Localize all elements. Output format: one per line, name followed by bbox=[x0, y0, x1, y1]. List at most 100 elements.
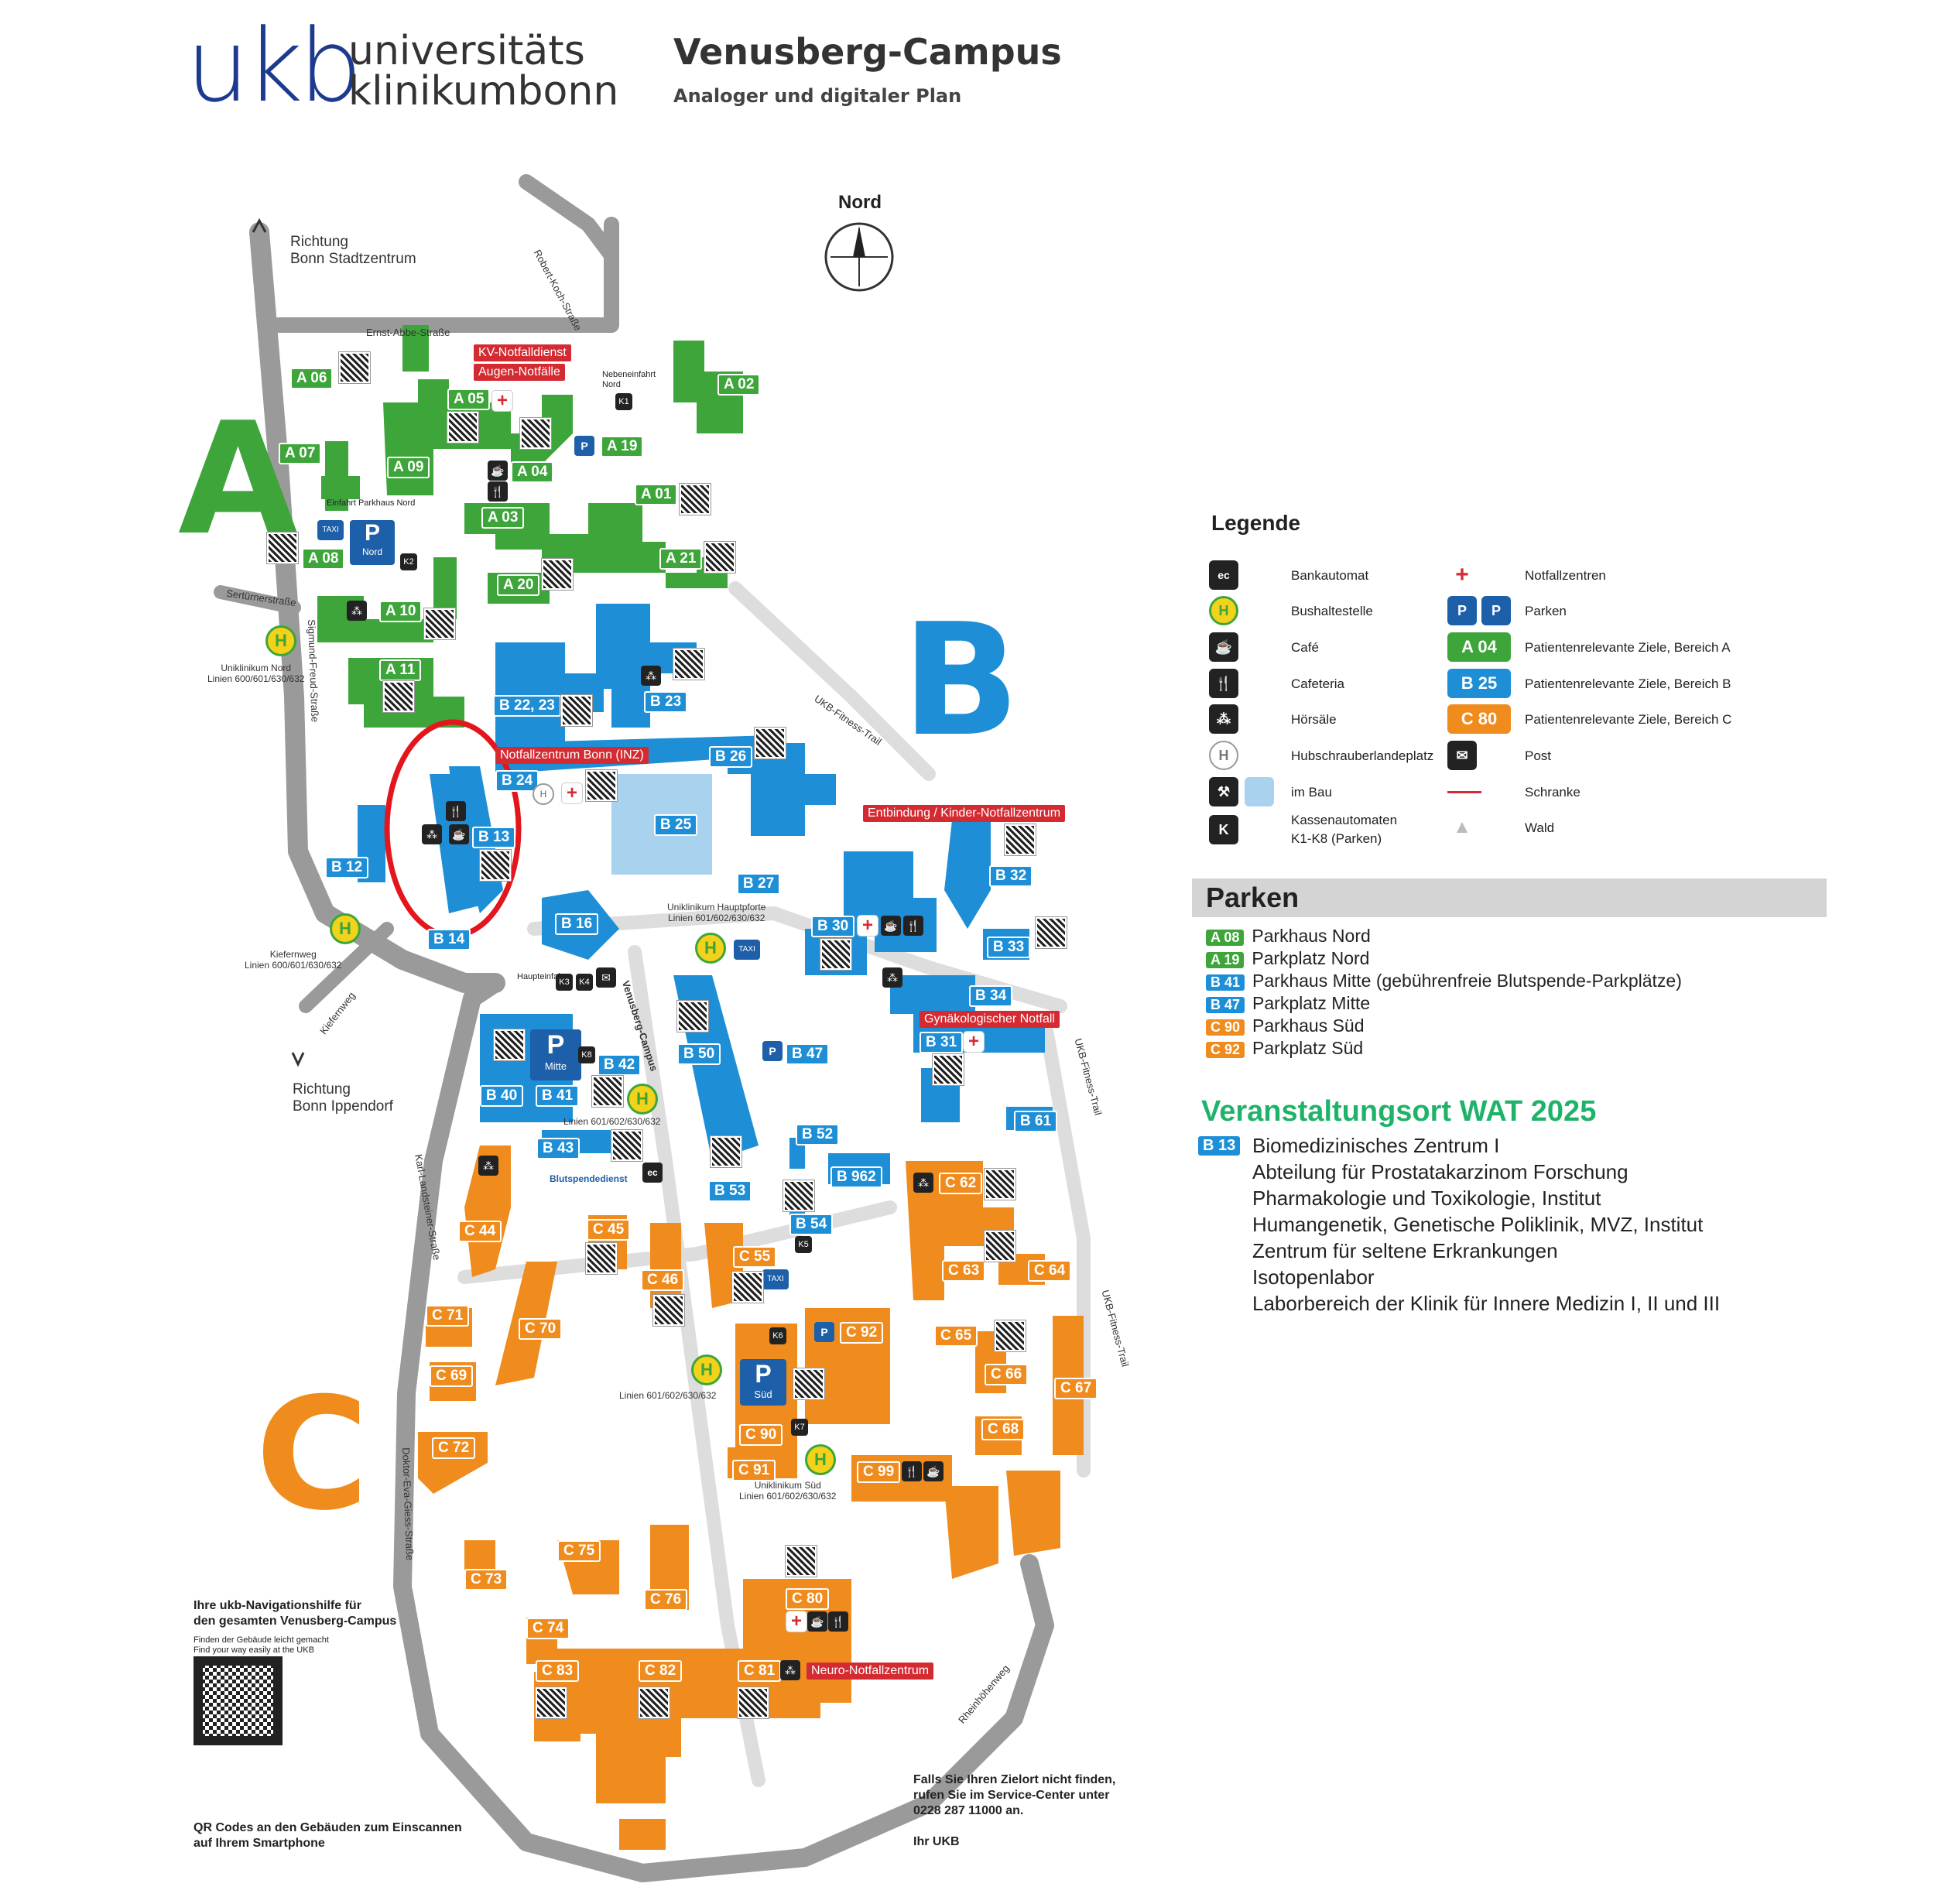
qr-b42 bbox=[591, 1075, 624, 1108]
qr-a01 bbox=[679, 483, 711, 515]
parken-label-4: Parkhaus Süd bbox=[1252, 1015, 1365, 1036]
label-einfahrt-parkhaus-nord: Einfahrt Parkhaus Nord bbox=[327, 498, 416, 508]
legend-label-4: Hörsäle bbox=[1291, 712, 1337, 727]
building-b41[interactable]: B 41 bbox=[536, 1085, 580, 1107]
building-b12[interactable]: B 12 bbox=[325, 857, 369, 878]
building-b13[interactable]: B 13 bbox=[472, 827, 516, 848]
building-c66[interactable]: C 66 bbox=[985, 1364, 1029, 1385]
qr-b13 bbox=[479, 849, 512, 882]
building-b22-23[interactable]: B 22, 23 bbox=[493, 695, 561, 717]
qr-b31 bbox=[932, 1053, 964, 1086]
building-c65[interactable]: C 65 bbox=[934, 1325, 978, 1347]
parken-badge-0: A 08 bbox=[1206, 930, 1245, 946]
building-b14[interactable]: B 14 bbox=[427, 929, 471, 950]
building-a06[interactable]: A 06 bbox=[290, 368, 334, 389]
building-b25[interactable]: B 25 bbox=[654, 814, 698, 836]
building-a08[interactable]: A 08 bbox=[302, 548, 345, 570]
building-a03[interactable]: A 03 bbox=[481, 507, 525, 529]
building-a11[interactable]: A 11 bbox=[379, 659, 422, 681]
building-c73[interactable]: C 73 bbox=[464, 1569, 509, 1591]
building-a19[interactable]: A 19 bbox=[601, 436, 644, 457]
building-b32[interactable]: B 32 bbox=[989, 865, 1033, 887]
building-c82[interactable]: C 82 bbox=[639, 1660, 683, 1682]
building-b34[interactable]: B 34 bbox=[969, 985, 1013, 1007]
building-c90[interactable]: C 90 bbox=[739, 1424, 783, 1446]
parken-badge-2: B 41 bbox=[1206, 974, 1245, 991]
building-c81[interactable]: C 81 bbox=[738, 1660, 782, 1682]
direction-south: Richtung Bonn Ippendorf bbox=[293, 1081, 393, 1115]
building-b54[interactable]: B 54 bbox=[789, 1214, 834, 1235]
building-a07[interactable]: A 07 bbox=[279, 443, 322, 464]
building-b31[interactable]: B 31 bbox=[920, 1032, 964, 1053]
building-a09[interactable]: A 09 bbox=[387, 457, 430, 478]
helipad-icon: H bbox=[533, 783, 554, 805]
building-b40[interactable]: B 40 bbox=[480, 1085, 524, 1107]
building-c72[interactable]: C 72 bbox=[432, 1437, 476, 1459]
sign-text: Ihr UKB bbox=[913, 1835, 960, 1848]
building-c76[interactable]: C 76 bbox=[644, 1589, 688, 1611]
building-c74[interactable]: C 74 bbox=[526, 1618, 570, 1639]
qr-a08 bbox=[266, 532, 299, 564]
lecture-hall-icon: ⁂ bbox=[780, 1660, 800, 1680]
cashier-k5: K5 bbox=[795, 1236, 812, 1253]
building-a21[interactable]: A 21 bbox=[659, 548, 703, 570]
building-b16[interactable]: B 16 bbox=[555, 913, 599, 935]
event-line-4: Zentrum für seltene Erkrankungen bbox=[1252, 1239, 1558, 1262]
building-a01[interactable]: A 01 bbox=[635, 484, 678, 505]
label-haupteinfahrt: Haupteinfahrt bbox=[517, 972, 569, 981]
building-b27[interactable]: B 27 bbox=[737, 873, 781, 895]
building-b50[interactable]: B 50 bbox=[677, 1043, 721, 1065]
building-c69[interactable]: C 69 bbox=[430, 1365, 474, 1387]
bus-stop-icon-sued: H bbox=[805, 1444, 836, 1475]
building-c45[interactable]: C 45 bbox=[587, 1219, 631, 1241]
qr-a11 bbox=[382, 680, 415, 713]
building-c92[interactable]: C 92 bbox=[840, 1322, 884, 1344]
building-b33[interactable]: B 33 bbox=[987, 937, 1031, 958]
bus-stop-sued-mid-label: Linien 601/602/630/632 bbox=[619, 1390, 717, 1401]
building-a02[interactable]: A 02 bbox=[717, 374, 761, 396]
label-blutspendedienst: Blutspendedienst bbox=[550, 1173, 628, 1184]
taxi-icon-nord: TAXI bbox=[317, 520, 344, 540]
building-c62[interactable]: C 62 bbox=[939, 1173, 983, 1194]
legend-bus-stop-icon: H bbox=[1209, 596, 1238, 625]
emergency-icon-b30: + bbox=[857, 915, 878, 937]
building-c99[interactable]: C 99 bbox=[857, 1461, 901, 1483]
building-c67[interactable]: C 67 bbox=[1054, 1378, 1098, 1399]
building-c91[interactable]: C 91 bbox=[732, 1460, 776, 1481]
building-b42[interactable]: B 42 bbox=[598, 1054, 642, 1076]
building-c71[interactable]: C 71 bbox=[426, 1305, 470, 1327]
building-a04[interactable]: A 04 bbox=[511, 461, 554, 483]
building-b53[interactable]: B 53 bbox=[708, 1180, 752, 1202]
building-b47[interactable]: B 47 bbox=[786, 1043, 830, 1065]
qr-b32 bbox=[1004, 824, 1036, 856]
legend-lecture-hall-icon: ⁂ bbox=[1209, 704, 1238, 734]
legend-parking-icon: P bbox=[1481, 596, 1511, 625]
building-c75[interactable]: C 75 bbox=[557, 1540, 601, 1562]
event-line-1: Abteilung für Prostatakarzinom Forschung bbox=[1252, 1160, 1628, 1183]
building-c64[interactable]: C 64 bbox=[1028, 1260, 1072, 1282]
building-b23[interactable]: B 23 bbox=[644, 691, 688, 713]
parken-badge-4: C 90 bbox=[1206, 1019, 1245, 1036]
building-b26[interactable]: B 26 bbox=[709, 746, 753, 768]
building-c55[interactable]: C 55 bbox=[733, 1246, 777, 1268]
post-icon: ✉ bbox=[596, 967, 616, 988]
building-a10[interactable]: A 10 bbox=[379, 601, 423, 622]
qr-b23 bbox=[673, 648, 705, 680]
building-b30[interactable]: B 30 bbox=[811, 916, 855, 937]
building-b24[interactable]: B 24 bbox=[495, 770, 539, 792]
building-b61[interactable]: B 61 bbox=[1014, 1111, 1058, 1132]
building-b962[interactable]: B 962 bbox=[831, 1166, 882, 1188]
building-c63[interactable]: C 63 bbox=[942, 1260, 986, 1282]
legend-label-10: Patientenrelevante Ziele, Bereich A bbox=[1525, 640, 1731, 655]
building-b43[interactable]: B 43 bbox=[536, 1138, 580, 1159]
building-a20[interactable]: A 20 bbox=[497, 574, 540, 596]
building-c83[interactable]: C 83 bbox=[536, 1660, 580, 1682]
building-c80[interactable]: C 80 bbox=[786, 1588, 830, 1610]
building-c44[interactable]: C 44 bbox=[458, 1221, 502, 1242]
building-a05[interactable]: A 05 bbox=[447, 389, 491, 410]
building-b52[interactable]: B 52 bbox=[796, 1124, 840, 1145]
legend-construction-area-swatch bbox=[1245, 777, 1274, 806]
building-c46[interactable]: C 46 bbox=[641, 1269, 685, 1291]
building-c70[interactable]: C 70 bbox=[519, 1318, 563, 1340]
building-c68[interactable]: C 68 bbox=[981, 1419, 1026, 1440]
